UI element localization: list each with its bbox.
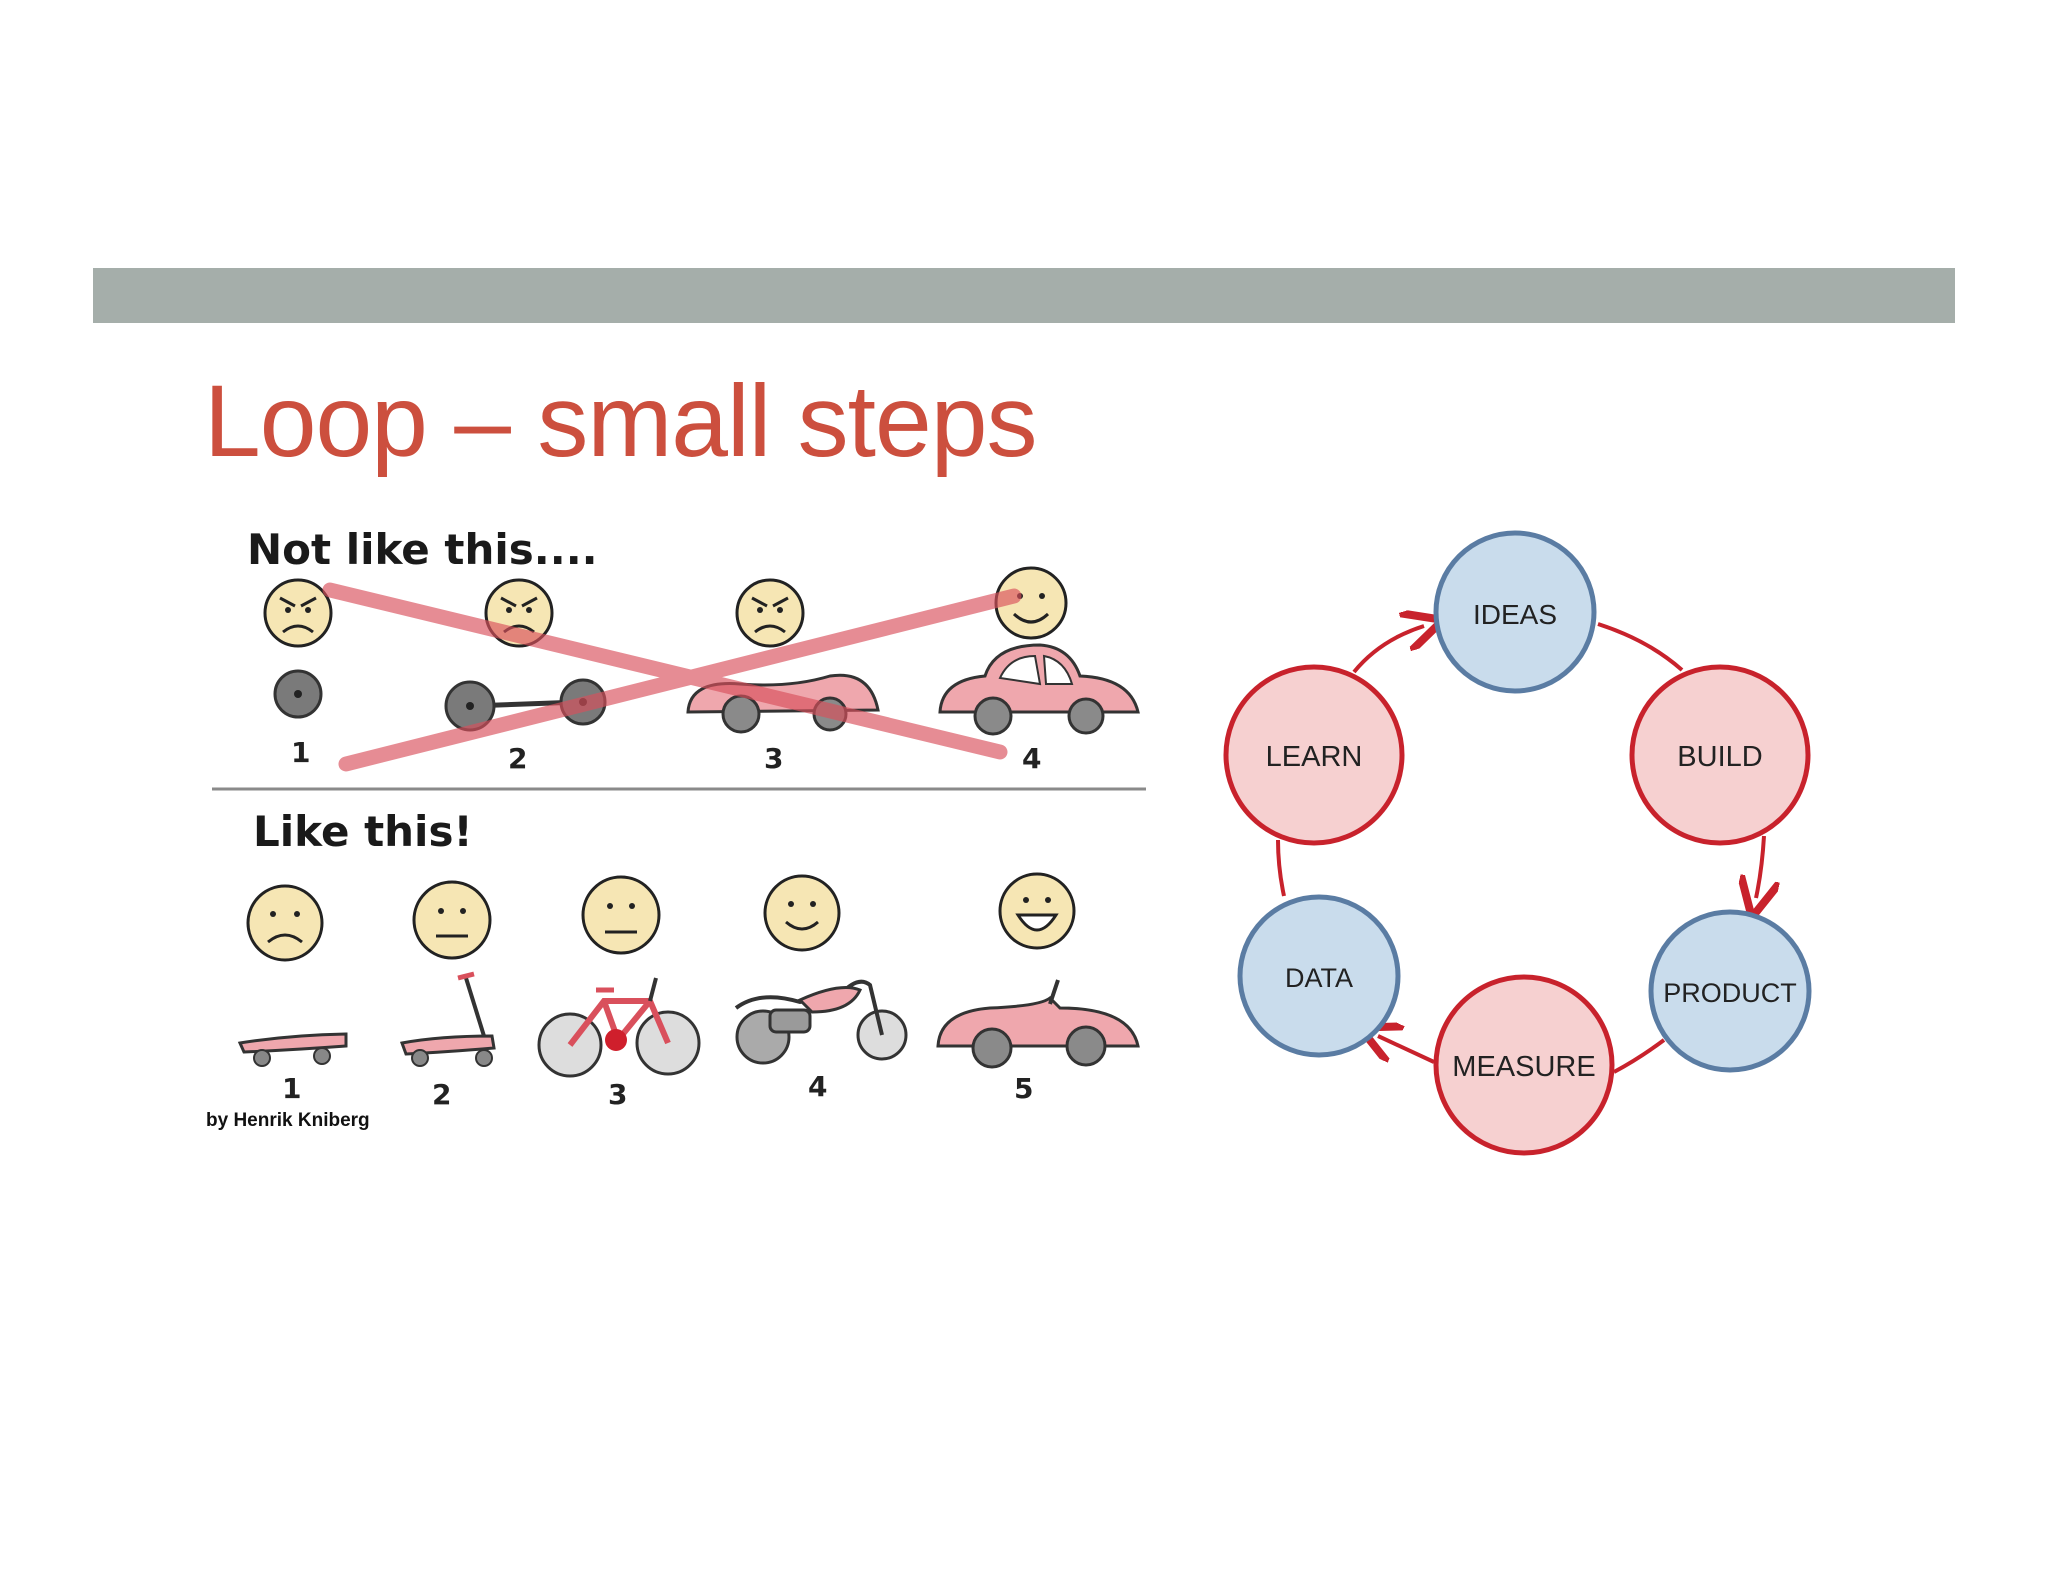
cycle-connectors xyxy=(1276,624,1764,1074)
angry-face-icon xyxy=(735,578,805,648)
cycle-node-measure: MEASURE xyxy=(1433,974,1615,1156)
good-step-number: 2 xyxy=(432,1078,451,1111)
svg-text:BUILD: BUILD xyxy=(1677,741,1762,773)
angry-face-icon xyxy=(263,578,333,648)
slide-title: Loop – small steps xyxy=(204,364,1037,478)
bad-step-number: 3 xyxy=(764,742,783,775)
good-step-number: 1 xyxy=(282,1072,301,1105)
wheel-icon xyxy=(273,669,323,719)
cycle-node-data: DATA xyxy=(1237,894,1401,1058)
bicycle-icon xyxy=(537,977,701,1078)
motorcycle-icon xyxy=(734,979,908,1065)
good-heading: Like this! xyxy=(253,807,473,856)
bad-heading: Not like this.... xyxy=(247,525,598,574)
bad-step-number: 4 xyxy=(1022,742,1041,775)
laughing-face-icon xyxy=(998,872,1076,950)
comic-credit: by Henrik Kniberg xyxy=(206,1110,370,1131)
svg-text:IDEAS: IDEAS xyxy=(1473,599,1557,630)
good-step-number: 4 xyxy=(808,1070,827,1103)
good-step-number: 3 xyxy=(608,1078,627,1111)
svg-text:PRODUCT: PRODUCT xyxy=(1663,978,1797,1008)
convertible-icon xyxy=(936,979,1140,1069)
cycle-node-learn: LEARN xyxy=(1223,664,1405,846)
neutral-face-icon xyxy=(581,875,661,955)
cycle-node-ideas: IDEAS xyxy=(1433,530,1597,694)
svg-text:LEARN: LEARN xyxy=(1266,741,1363,773)
svg-text:DATA: DATA xyxy=(1285,963,1353,993)
svg-text:MEASURE: MEASURE xyxy=(1452,1051,1595,1083)
car-icon xyxy=(938,643,1140,736)
cycle-node-product: PRODUCT xyxy=(1648,909,1812,1073)
happy-face-icon xyxy=(994,566,1068,640)
good-step-number: 5 xyxy=(1014,1072,1033,1105)
header-bar xyxy=(93,268,1955,323)
scooter-icon xyxy=(399,971,496,1067)
smile-face-icon xyxy=(763,874,841,952)
sad-face-icon xyxy=(246,884,324,962)
neutral-face-icon xyxy=(412,880,492,960)
bad-step-number: 2 xyxy=(508,742,527,775)
cross-out-icon xyxy=(322,582,1022,772)
bad-step-number: 1 xyxy=(291,736,310,769)
cycle-node-build: BUILD xyxy=(1629,664,1811,846)
skateboard-icon xyxy=(237,1032,348,1067)
